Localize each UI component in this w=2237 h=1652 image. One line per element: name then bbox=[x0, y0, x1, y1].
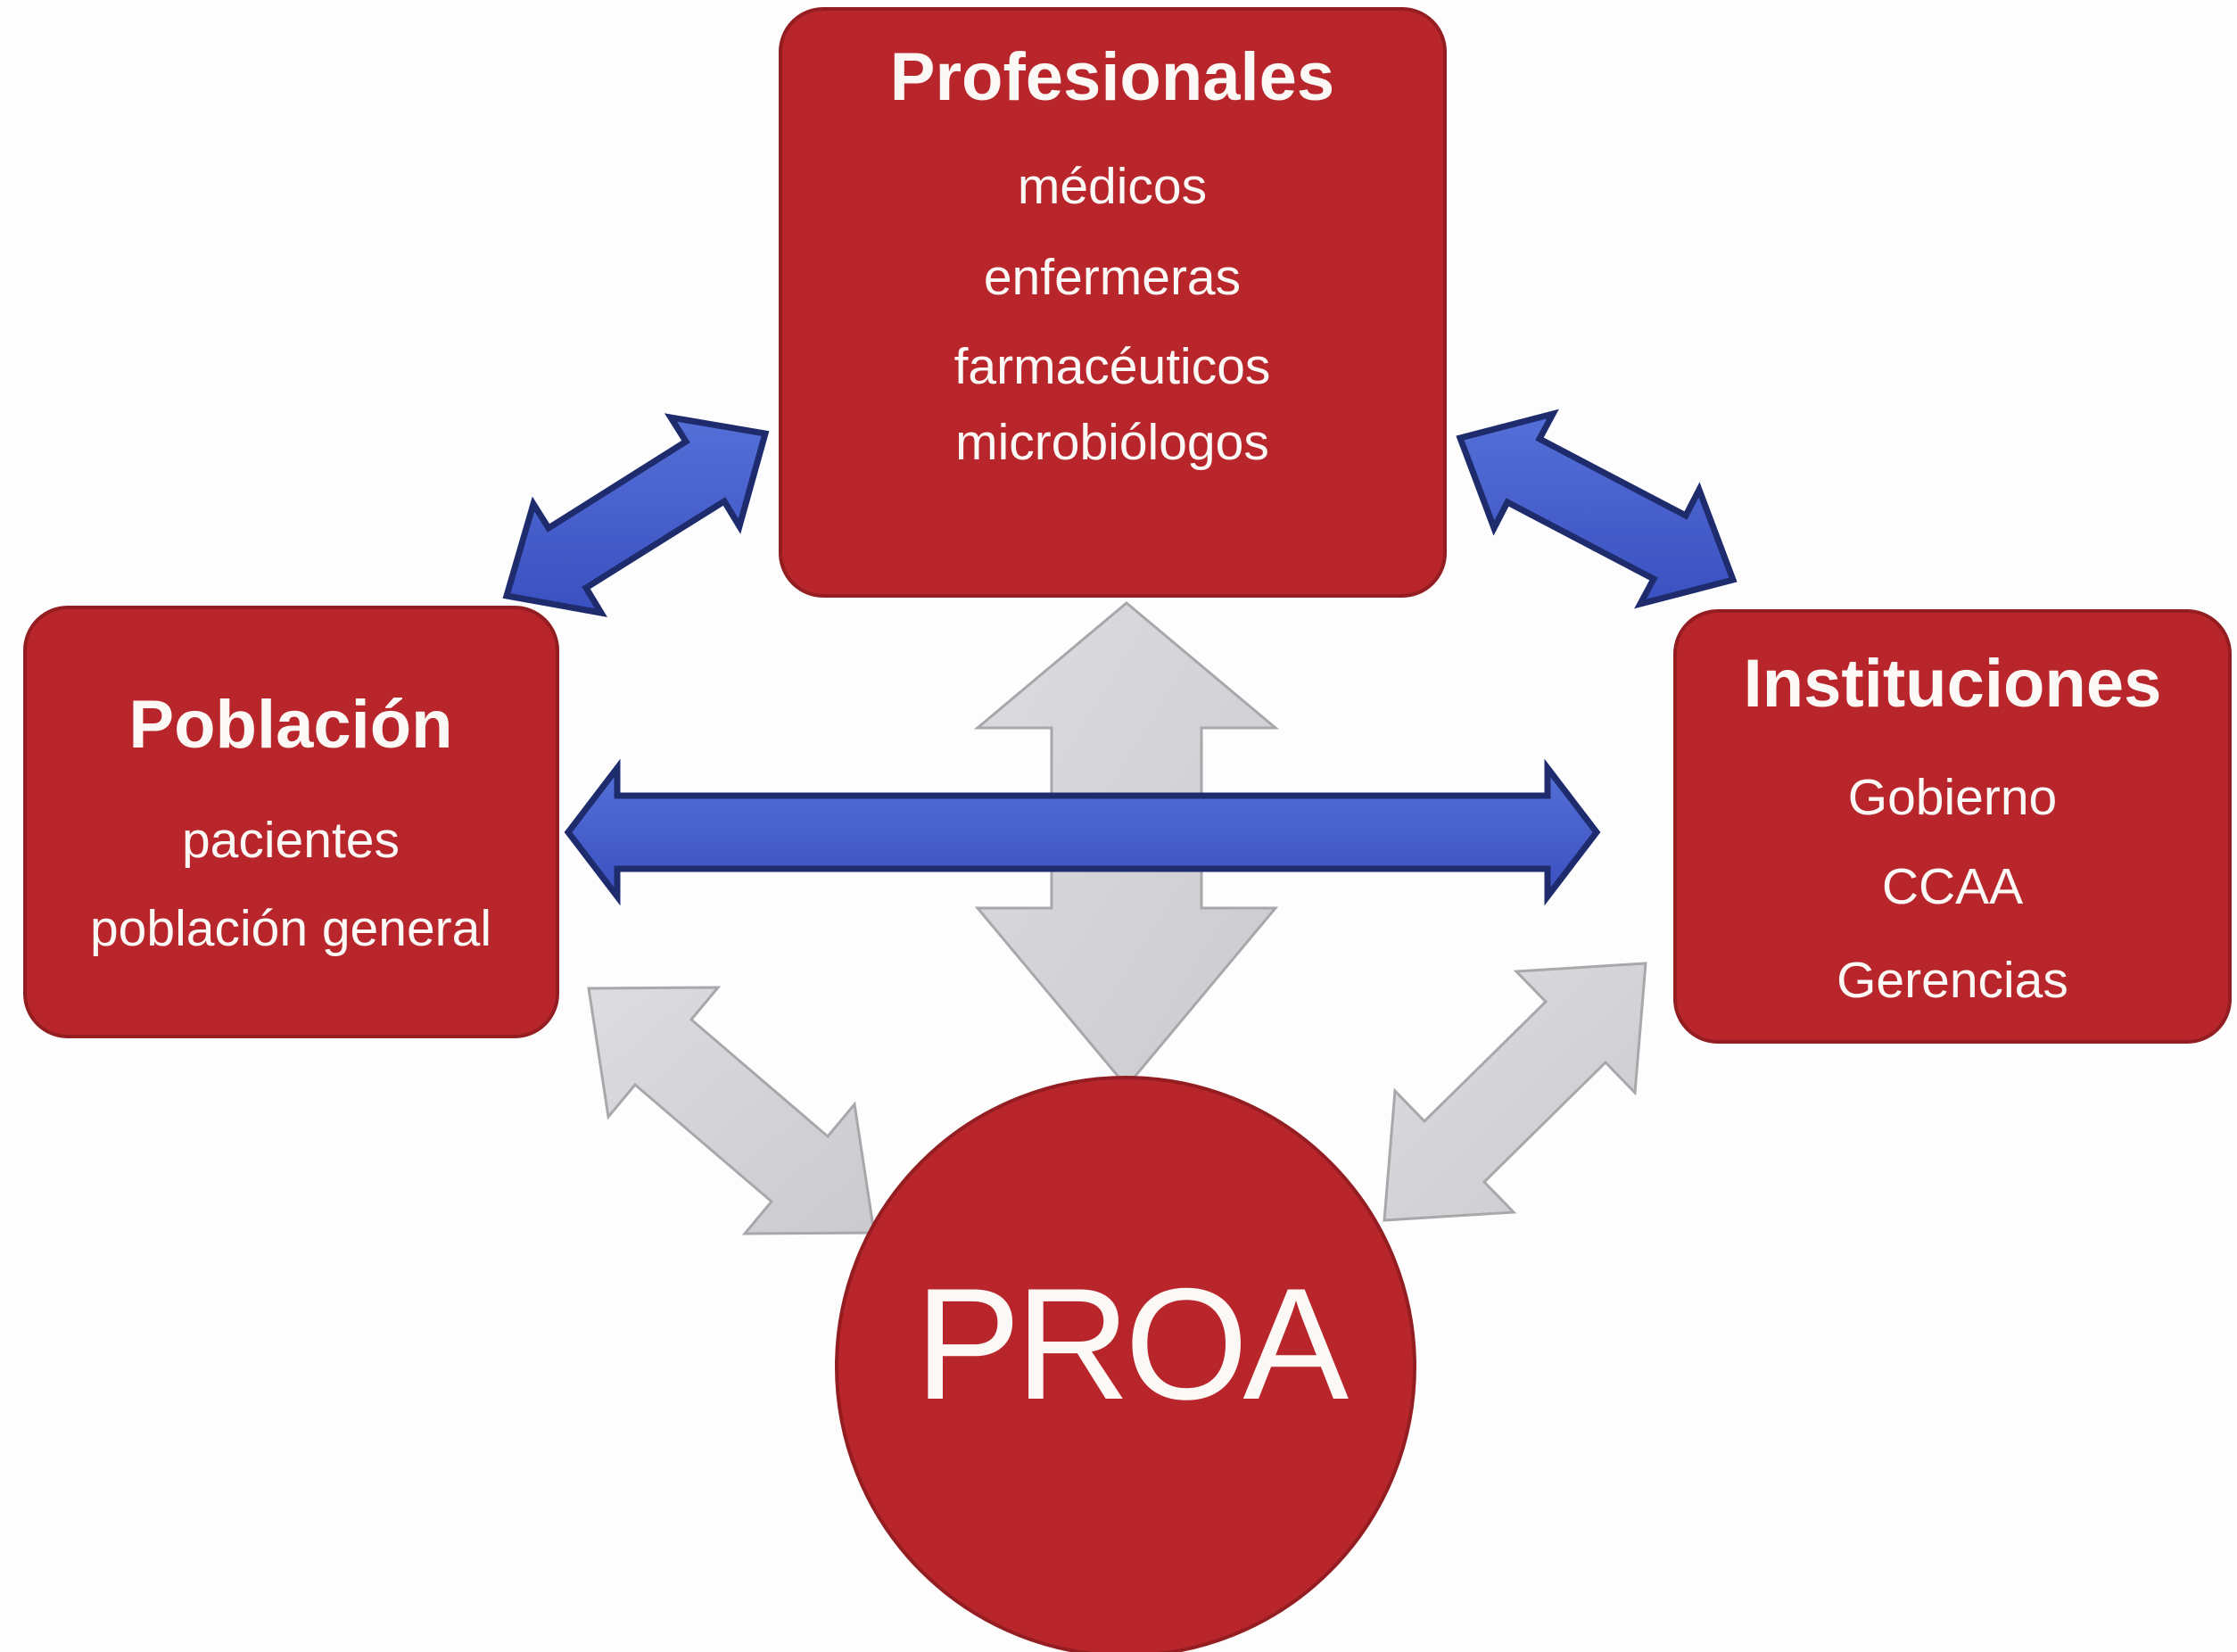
node-profesionales-title: Profesionales bbox=[890, 39, 1334, 115]
node-profesionales-box bbox=[779, 7, 1447, 598]
node-instituciones-item: Gobierno bbox=[1848, 769, 2058, 826]
node-profesionales-item: microbiólogos bbox=[955, 414, 1269, 471]
node-instituciones: Instituciones Gobierno CCAA Gerencias bbox=[1673, 609, 2232, 1044]
node-proa-title: PROA bbox=[915, 1255, 1350, 1433]
node-poblacion: Población pacientes población general bbox=[23, 606, 559, 1038]
blue-double-arrow-poblacion-profesionales bbox=[502, 413, 770, 617]
gray-double-arrow-instituciones-proa bbox=[1383, 962, 1647, 1222]
node-profesionales: Profesionales médicos enfermeras farmacé… bbox=[779, 7, 1447, 598]
node-proa-circle bbox=[835, 1076, 1416, 1652]
node-instituciones-item: CCAA bbox=[1882, 858, 2023, 915]
node-poblacion-item: pacientes bbox=[182, 812, 400, 869]
node-poblacion-title: Población bbox=[128, 687, 452, 763]
gray-double-arrow-poblacion-proa bbox=[587, 986, 876, 1235]
node-instituciones-item: Gerencias bbox=[1837, 952, 2068, 1009]
node-profesionales-item: farmacéuticos bbox=[954, 338, 1271, 395]
node-profesionales-item: médicos bbox=[1018, 158, 1207, 215]
node-instituciones-title: Instituciones bbox=[1744, 646, 2162, 722]
node-proa: PROA bbox=[835, 1076, 1416, 1652]
blue-double-arrow-profesionales-instituciones bbox=[1456, 409, 1738, 609]
node-instituciones-box bbox=[1673, 609, 2232, 1044]
node-poblacion-box bbox=[23, 606, 559, 1038]
node-poblacion-item: población general bbox=[90, 900, 491, 957]
node-profesionales-item: enfermeras bbox=[984, 249, 1241, 306]
blue-double-arrow-poblacion-instituciones bbox=[564, 758, 1601, 906]
